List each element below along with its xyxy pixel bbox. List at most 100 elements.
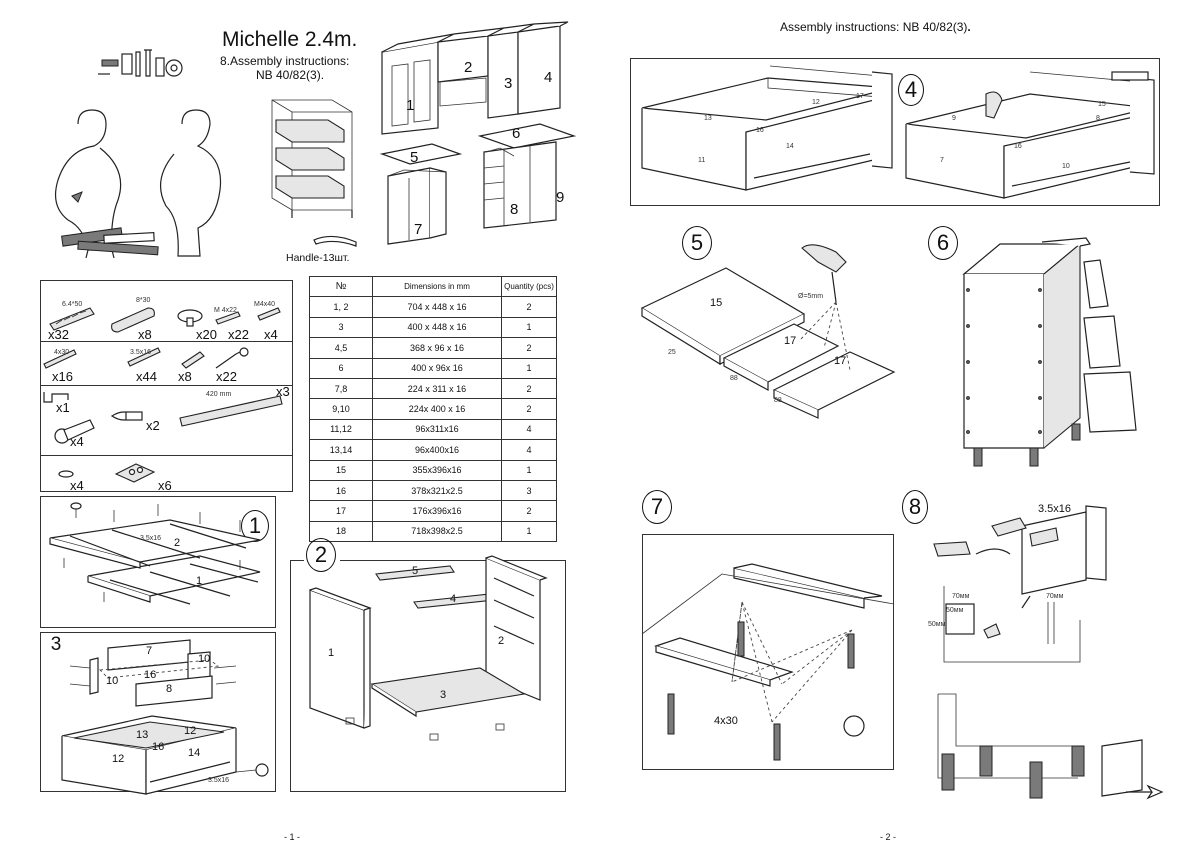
column-header: Quantity (pcs) [501, 275, 557, 298]
table-cell: 355x396x16 [372, 459, 502, 481]
module-label: 9 [556, 189, 564, 206]
step-label: 70мм [1046, 593, 1064, 600]
step-label: 50мм [946, 607, 964, 614]
step-7-illustration: 4x30 [641, 563, 895, 761]
step-label: 16 [152, 741, 164, 753]
table-cell: 224 x 311 x 16 [372, 377, 502, 400]
step-label: 15 [710, 297, 722, 309]
wall-cabinet-labels: 1 2 3 4 [406, 59, 552, 114]
hardware-qty: x16 [52, 369, 73, 384]
page-title: Michelle 2.4m. [222, 28, 358, 51]
step-label: Ø=5mm [798, 293, 823, 300]
hardware-qty: x32 [48, 327, 69, 342]
table-header-row: № Dimensions in mm Quantity (pcs) [309, 275, 557, 298]
step-1-panel [40, 496, 276, 628]
step-label: 88 [774, 397, 782, 404]
table-cell: 1 [501, 520, 557, 543]
step-label: 10 [1062, 163, 1070, 170]
step-label: 17 [784, 335, 796, 347]
hardware-qty: x8 [138, 327, 152, 342]
hardware-qty: x4 [264, 327, 278, 342]
hardware-qty: x4 [70, 434, 84, 449]
step-label: 3.5x16 [1038, 503, 1071, 515]
hardware-qty: x8 [178, 369, 192, 384]
step-label: 25 [668, 349, 676, 356]
table-cell: 1 [501, 316, 557, 339]
step-number: 4 [898, 74, 924, 106]
hardware-spec: 6.4*50 [62, 301, 82, 308]
table-cell: 1 [501, 459, 557, 481]
hardware-qty: x6 [158, 478, 172, 493]
subtitle-line-2: NB 40/82(3). [256, 68, 325, 82]
hardware-spec: 3.5x16 [130, 349, 151, 356]
assembly-people-illustration [55, 109, 222, 259]
table-cell: 4,5 [309, 337, 373, 359]
table-cell: 2 [501, 500, 557, 522]
step-4-illustration: 13 12 17 16 14 11 9 15 8 16 7 10 [641, 65, 1155, 199]
subtitle-line-1: 8.Assembly instructions: [220, 54, 350, 68]
module-label: 5 [410, 149, 418, 166]
step-number: 6 [928, 226, 958, 260]
hardware-labels: 6.4*50 x32 8*30 x8 x20 M 4x22 x22 M4x40 … [48, 297, 290, 493]
table-cell: 96x400x16 [372, 439, 502, 461]
table-cell: 2 [501, 377, 557, 400]
hardware-qty: x22 [228, 327, 249, 342]
step-5-illustration: 15 Ø=5mm 17 17 25 88 88 [640, 244, 896, 419]
base-cabinets-illustration [379, 123, 577, 245]
step-number: 7 [642, 490, 672, 524]
step-label: 3.5x16 [140, 535, 161, 542]
step-1-illustration: 3.5x16 2 1 [49, 502, 261, 605]
table-cell: 7,8 [309, 377, 373, 400]
hardware-spec: 420 mm [206, 391, 231, 398]
step-label: 2 [498, 635, 504, 647]
hardware-qty: x3 [276, 384, 290, 399]
tools-icon [98, 49, 183, 77]
column-header: Dimensions in mm [372, 275, 502, 298]
hardware-qty: x22 [216, 369, 237, 384]
step-label: 13 [704, 115, 712, 122]
step-label: 13 [136, 729, 148, 741]
step-3-illustration: 7 16 10 10 8 13 12 16 12 14 3.5x16 [61, 639, 269, 795]
step-label: 8 [166, 683, 172, 695]
wall-cabinets-illustration [381, 21, 569, 135]
header-text: Assembly instructions: NB 40/82(3) [780, 20, 968, 34]
step-6-illustration [962, 237, 1137, 467]
table-cell: 400 x 96x 16 [372, 357, 502, 379]
step-label: 16 [756, 127, 764, 134]
table-cell: 368 x 96 x 16 [372, 337, 502, 359]
step-label: 7 [146, 645, 152, 657]
column-header: № [309, 275, 373, 298]
table-cell: 15 [309, 459, 373, 481]
table-cell: 400 x 448 x 16 [372, 316, 502, 339]
step-label: 4x30 [714, 715, 738, 727]
table-cell: 224x 400 x 16 [372, 398, 502, 420]
drawer-cabinet-exploded-sketch [271, 99, 353, 218]
table-cell: 704 x 448 x 16 [372, 296, 502, 318]
step-label: 8 [1096, 115, 1100, 122]
step-label: 17 [856, 93, 864, 100]
hardware-qty: x4 [70, 478, 84, 493]
step-label: 16 [1014, 143, 1022, 150]
table-cell: 378x321x2.5 [372, 479, 502, 502]
step-label: 4 [450, 593, 456, 605]
step-label: 88 [730, 375, 738, 382]
module-label: 2 [464, 59, 472, 76]
step-label: 3.5x16 [208, 777, 229, 784]
step-number: 8 [902, 490, 928, 524]
step-label: 14 [786, 143, 794, 150]
hardware-illustrations [43, 307, 283, 483]
table-cell: 176x396x16 [372, 500, 502, 522]
step-label: 10 [198, 653, 210, 665]
module-label: 7 [414, 221, 422, 238]
table-cell: 3 [501, 479, 557, 502]
step-number: 3 [50, 634, 62, 655]
